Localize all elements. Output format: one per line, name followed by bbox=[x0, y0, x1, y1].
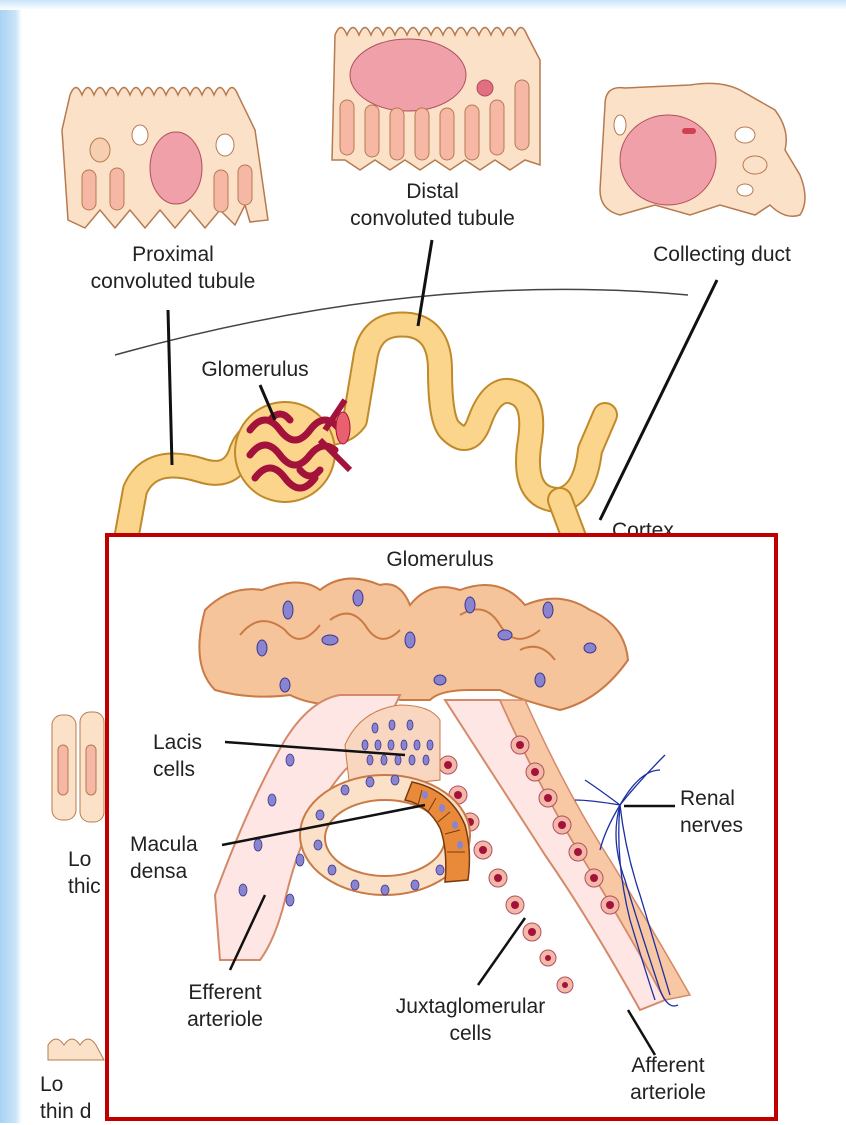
label-distal-convoluted-tubule: Distal convoluted tubule bbox=[325, 178, 540, 232]
inset-label-afferent-arteriole: Afferent arteriole bbox=[608, 1052, 728, 1106]
inset-label-renal-nerves: Renal nerves bbox=[680, 785, 765, 839]
label-loop-thick: Lo thic bbox=[68, 846, 108, 900]
leader-collecting bbox=[600, 280, 717, 520]
inset-label-macula-densa: Macula densa bbox=[130, 831, 230, 885]
label-glomerulus: Glomerulus bbox=[180, 356, 330, 383]
inset-label-efferent-arteriole: Efferent arteriole bbox=[160, 979, 290, 1033]
leader-distal bbox=[418, 240, 432, 326]
label-cortex: Cortex bbox=[612, 517, 692, 533]
label-collecting-duct: Collecting duct bbox=[612, 241, 832, 268]
distal-cell-illustration bbox=[332, 28, 540, 171]
collecting-cell-illustration bbox=[600, 83, 805, 216]
loop-thin-illustration bbox=[48, 1039, 104, 1060]
inset-label-glomerulus: Glomerulus bbox=[360, 546, 520, 573]
label-loop-thin: Lo thin d bbox=[40, 1071, 110, 1125]
label-proximal-convoluted-tubule: Proximal convoluted tubule bbox=[68, 241, 278, 295]
inset-label-juxtaglomerular-cells: Juxtaglomerular cells bbox=[378, 993, 563, 1047]
glomerulus-tuft bbox=[235, 400, 350, 502]
proximal-cell-illustration bbox=[62, 88, 268, 229]
loop-thick-illustration bbox=[52, 712, 104, 822]
inset-label-lacis-cells: Lacis cells bbox=[153, 729, 243, 783]
leader-proximal bbox=[168, 310, 172, 465]
